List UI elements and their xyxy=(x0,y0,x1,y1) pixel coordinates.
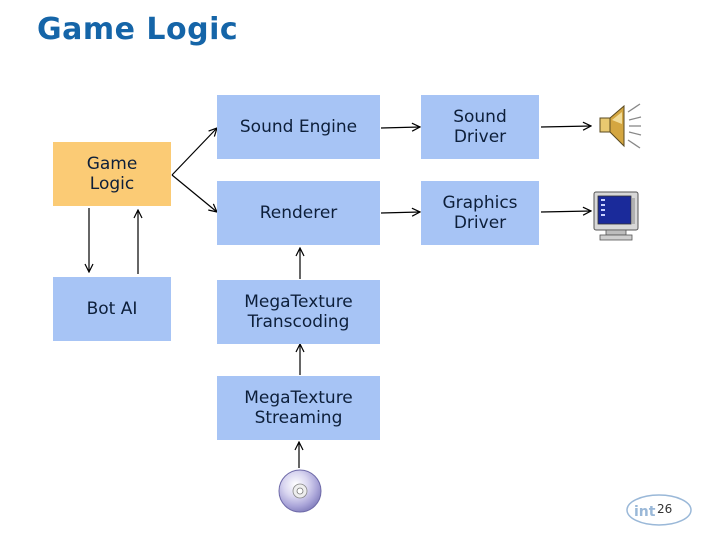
arrow-renderer-graphicsdriver xyxy=(380,212,420,213)
page-number: 26 xyxy=(657,502,673,516)
monitor-icon xyxy=(593,191,639,241)
box-game-logic: Game Logic xyxy=(53,142,171,206)
intel-logo-icon: int xyxy=(626,494,692,526)
box-sound-engine-label: Sound Engine xyxy=(239,117,358,137)
box-megatexture-transcoding-label: MegaTexture Transcoding xyxy=(244,292,353,332)
arrow-gamelogic-soundengine xyxy=(171,128,217,176)
box-megatexture-streaming: MegaTexture Streaming xyxy=(217,376,380,440)
box-bot-ai: Bot AI xyxy=(53,277,171,341)
box-renderer: Renderer xyxy=(217,181,380,245)
box-sound-engine: Sound Engine xyxy=(217,95,380,159)
box-game-logic-label: Game Logic xyxy=(86,154,138,194)
arrow-gamelogic-renderer xyxy=(171,174,217,212)
arrow-graphicsdriver-monitor xyxy=(540,211,591,212)
box-graphics-driver: Graphics Driver xyxy=(421,181,539,245)
speaker-icon xyxy=(599,103,642,149)
box-graphics-driver-label: Graphics Driver xyxy=(442,193,518,233)
cd-disc-icon xyxy=(278,469,322,513)
box-sound-driver: Sound Driver xyxy=(421,95,539,159)
arrow-sounddriver-speaker xyxy=(540,126,591,127)
box-bot-ai-label: Bot AI xyxy=(86,299,138,319)
box-renderer-label: Renderer xyxy=(259,203,338,223)
box-megatexture-streaming-label: MegaTexture Streaming xyxy=(244,388,353,428)
arrow-soundengine-sounddriver xyxy=(380,127,420,128)
slide-title: Game Logic xyxy=(37,12,239,47)
svg-text:int: int xyxy=(634,504,656,520)
box-sound-driver-label: Sound Driver xyxy=(453,107,507,147)
box-megatexture-transcoding: MegaTexture Transcoding xyxy=(217,280,380,344)
